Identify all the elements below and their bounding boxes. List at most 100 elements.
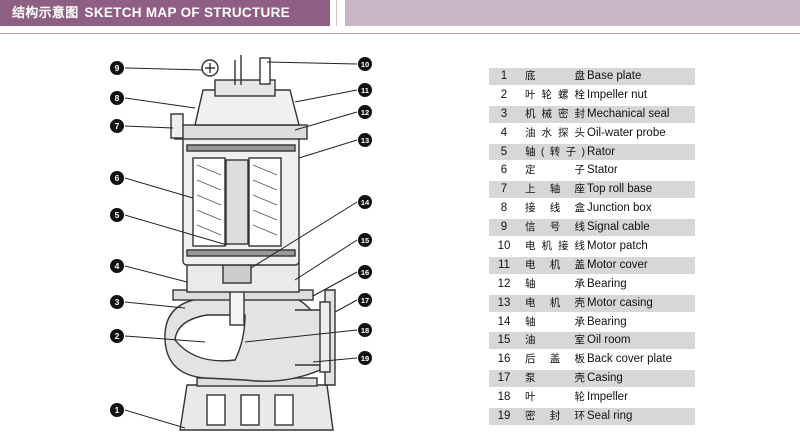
legend-part-name-zh: 电机壳 bbox=[525, 296, 585, 309]
svg-text:6: 6 bbox=[115, 173, 120, 183]
callout-2: 2 bbox=[110, 329, 124, 343]
legend-part-name-en: Impeller bbox=[587, 391, 628, 404]
legend-row-shade bbox=[489, 332, 695, 350]
svg-text:2: 2 bbox=[115, 331, 120, 341]
legend-part-name-zh: 轴(转子) bbox=[525, 145, 585, 158]
legend-part-name-zh: 轴 承 bbox=[525, 277, 585, 290]
legend-part-number: 11 bbox=[498, 258, 510, 271]
svg-text:16: 16 bbox=[361, 268, 369, 277]
top-roll-base-shape bbox=[174, 124, 308, 140]
svg-text:3: 3 bbox=[115, 297, 120, 307]
legend-row-shade bbox=[489, 143, 695, 161]
legend-part-number: 12 bbox=[497, 277, 511, 290]
legend-part-name-zh: 电机盖 bbox=[525, 258, 585, 271]
legend-row: 5 轴(转子)Rator bbox=[489, 143, 695, 162]
svg-text:14: 14 bbox=[361, 198, 370, 207]
legend-part-name-zh: 信号线 bbox=[525, 221, 585, 234]
legend-part-name-en: Seal ring bbox=[587, 410, 633, 423]
legend-part-number: 6 bbox=[500, 164, 508, 177]
legend-part-name-zh: 泵 壳 bbox=[525, 372, 585, 385]
callout-6: 6 bbox=[110, 171, 124, 185]
legend-part-name-en: Motor patch bbox=[587, 240, 648, 253]
callout-4: 4 bbox=[110, 259, 124, 273]
header-bar bbox=[0, 0, 330, 26]
legend-part-name-en: Rator bbox=[587, 145, 616, 158]
legend-part-number: 14 bbox=[497, 315, 511, 328]
legend-part-name-en: Motor cover bbox=[587, 258, 648, 271]
legend-part-name-zh: 机械密封 bbox=[525, 107, 585, 120]
legend-part-number: 5 bbox=[500, 145, 508, 158]
legend-part-number: 2 bbox=[500, 88, 508, 101]
legend-row-shade bbox=[489, 68, 695, 85]
svg-text:5: 5 bbox=[115, 210, 120, 220]
svg-text:10: 10 bbox=[361, 60, 369, 69]
legend-row-shade bbox=[489, 256, 695, 274]
legend-part-number: 1 bbox=[500, 70, 508, 82]
callout-14: 14 bbox=[358, 195, 372, 209]
legend-part-number: 4 bbox=[500, 126, 508, 139]
legend-part-name-zh: 上轴座 bbox=[525, 183, 585, 196]
legend-part-name-en: Oil room bbox=[587, 334, 631, 347]
legend-part-name-zh: 叶轮螺栓 bbox=[525, 88, 585, 101]
legend-row-shade bbox=[489, 181, 695, 199]
legend-row-shade bbox=[489, 408, 695, 425]
svg-text:4: 4 bbox=[115, 261, 120, 271]
pump-structure-diagram: 9 8 7 6 5 4 3 2 1 10 11 12 13 14 15 16 1… bbox=[110, 55, 372, 431]
callout-15: 15 bbox=[358, 233, 372, 247]
svg-text:15: 15 bbox=[361, 236, 369, 245]
page-title-en: SKETCH MAP OF STRUCTURE bbox=[84, 5, 290, 20]
legend-part-number: 8 bbox=[500, 202, 508, 215]
header-rule bbox=[0, 33, 800, 34]
legend-part-name-zh: 底 盘 bbox=[525, 70, 585, 82]
callout-12: 12 bbox=[358, 105, 372, 119]
page-title-zh: 结构示意图 bbox=[12, 5, 79, 20]
legend-part-number: 7 bbox=[500, 183, 508, 196]
legend-part-name-en: Back cover plate bbox=[587, 353, 673, 366]
legend-part-number: 17 bbox=[497, 372, 511, 385]
callout-18: 18 bbox=[358, 323, 372, 337]
legend-part-name-en: Impeller nut bbox=[587, 88, 648, 101]
svg-text:7: 7 bbox=[115, 121, 120, 131]
svg-text:13: 13 bbox=[361, 136, 369, 145]
svg-text:17: 17 bbox=[361, 296, 369, 305]
legend-part-number: 16 bbox=[497, 353, 511, 366]
header-tail-bar bbox=[345, 0, 800, 26]
callout-16: 16 bbox=[358, 265, 372, 279]
header-divider bbox=[336, 0, 337, 26]
legend-part-name-zh: 油 室 bbox=[525, 334, 585, 347]
legend-part-name-zh: 接线盒 bbox=[525, 202, 585, 215]
legend-part-name-zh: 轴 承 bbox=[525, 315, 585, 328]
legend-part-name-en: Top roll base bbox=[587, 183, 653, 196]
legend-part-name-en: Junction box bbox=[587, 202, 652, 215]
legend-part-name-en: Casing bbox=[587, 372, 623, 385]
legend-part-name-zh: 油水探头 bbox=[525, 126, 585, 139]
svg-text:11: 11 bbox=[361, 86, 369, 95]
svg-text:12: 12 bbox=[361, 108, 369, 117]
legend-part-number: 18 bbox=[497, 391, 511, 404]
rotor-shape bbox=[225, 159, 249, 245]
callout-5: 5 bbox=[110, 208, 124, 222]
legend-row-shade bbox=[489, 219, 695, 237]
motor-cover-shape bbox=[194, 89, 300, 126]
legend-part-name-en: Stator bbox=[587, 164, 618, 177]
legend-part-name-zh: 电机接线 bbox=[525, 240, 585, 253]
page-title: 结构示意图 SKETCH MAP OF STRUCTURE bbox=[12, 4, 290, 22]
callout-10: 10 bbox=[358, 57, 372, 71]
legend-part-number: 9 bbox=[500, 221, 508, 234]
legend-part-name-zh: 后盖板 bbox=[525, 353, 585, 366]
legend-part-number: 13 bbox=[497, 296, 511, 309]
svg-text:19: 19 bbox=[361, 354, 369, 363]
callout-11: 11 bbox=[358, 83, 372, 97]
